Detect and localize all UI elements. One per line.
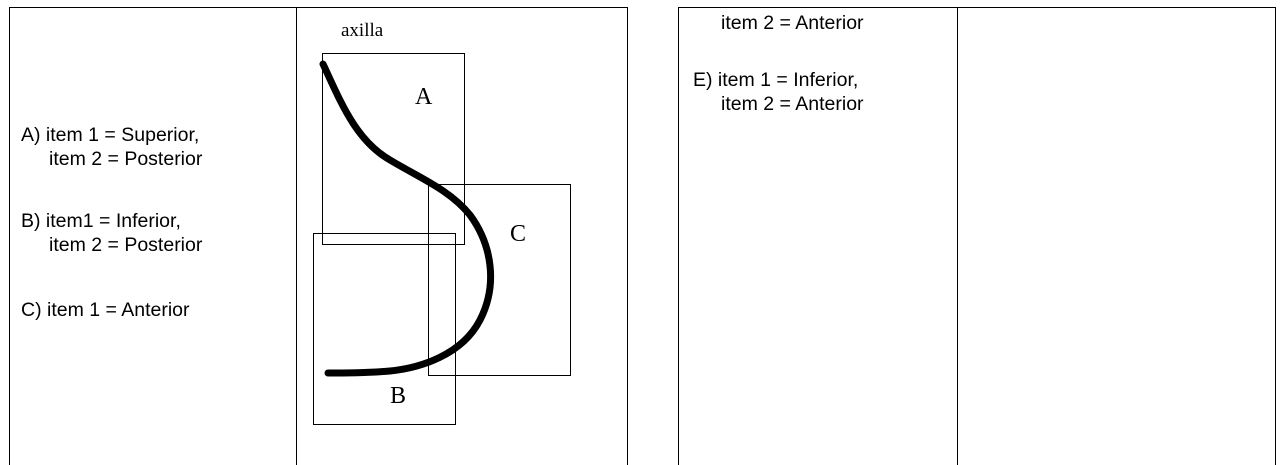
option-b: B) item1 = Inferior, item 2 = Posterior	[21, 209, 202, 257]
option-a-line2: item 2 = Posterior	[49, 148, 203, 170]
option-e: E) item 1 = Inferior, item 2 = Anterior	[693, 68, 864, 116]
option-b-line2: item 2 = Posterior	[49, 234, 203, 256]
box-c	[428, 184, 571, 376]
box-b-label: B	[390, 383, 407, 409]
option-a: A) item 1 = Superior, item 2 = Posterior	[21, 123, 202, 171]
option-b-line1: B) item1 = Inferior,	[21, 210, 181, 232]
box-c-label: C	[510, 221, 527, 247]
box-a	[322, 53, 465, 245]
option-a-line1: A) item 1 = Superior,	[21, 124, 200, 146]
option-e-line2: item 2 = Anterior	[721, 93, 864, 115]
option-e-line1: E) item 1 = Inferior,	[693, 69, 859, 91]
right-table-text-cell	[678, 7, 958, 465]
option-d-continuation: item 2 = Anterior	[721, 11, 864, 35]
option-c: C) item 1 = Anterior	[21, 298, 190, 322]
left-table-diagram-cell	[297, 7, 628, 465]
option-c-line1: C) item 1 = Anterior	[21, 299, 190, 321]
right-table-empty-cell	[958, 7, 1276, 465]
axilla-label: axilla	[341, 20, 384, 41]
left-table-text-cell	[9, 7, 297, 465]
box-b	[313, 233, 456, 425]
box-a-label: A	[415, 84, 433, 110]
option-d-line2: item 2 = Anterior	[721, 12, 864, 34]
vessel-curve	[319, 60, 495, 377]
